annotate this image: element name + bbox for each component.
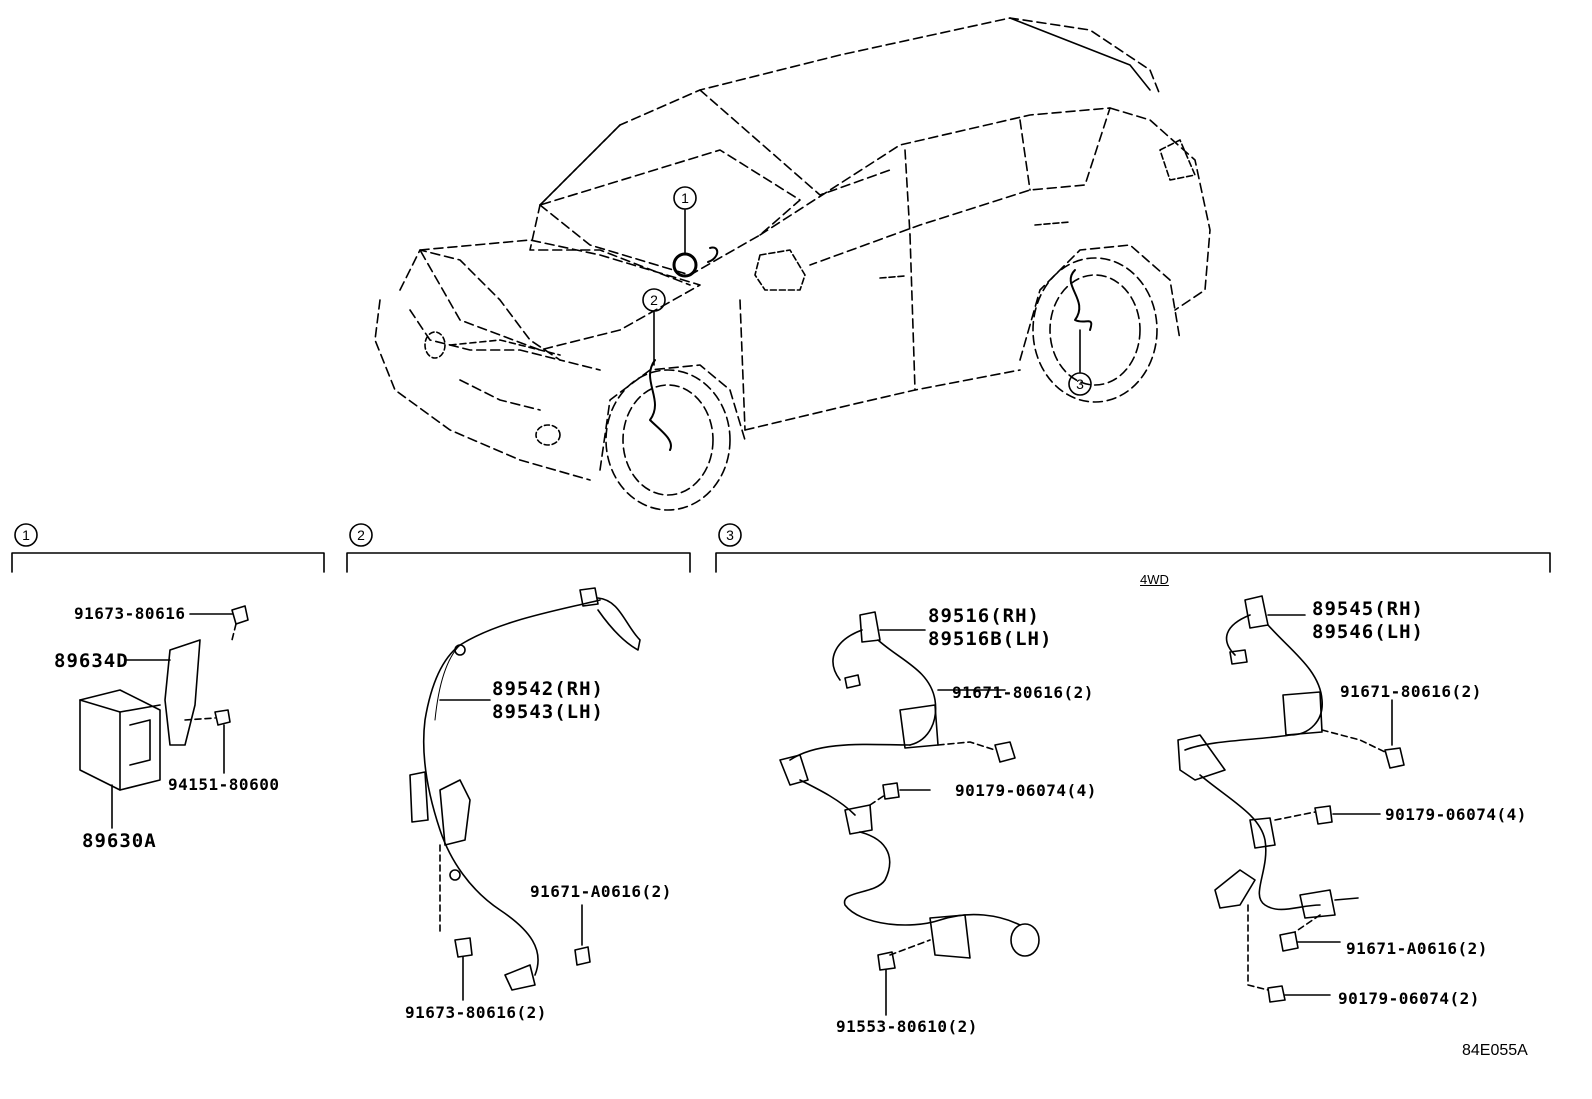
- part-label-clip: 90179-06074(4): [1385, 805, 1527, 824]
- callout-label-3: 3: [1076, 376, 1084, 392]
- diagram-code: 84E055A: [1462, 1042, 1528, 1059]
- section-number-3: 3: [726, 527, 734, 543]
- section-number-2: 2: [357, 527, 365, 543]
- part-label-sensor-lh: 89543(LH): [492, 701, 604, 723]
- part-label-bracket: 89634D: [54, 650, 129, 672]
- part-label-sensor-rh: 89542(RH): [492, 678, 604, 700]
- variant-note: 4WD: [1140, 572, 1169, 587]
- callout-label-2: 2: [650, 292, 658, 308]
- part-label-clip: 90179-06074(4): [955, 781, 1097, 800]
- section-brackets: [11, 523, 1551, 573]
- part-label-bolt-b: 91673-80616(2): [405, 1003, 547, 1022]
- part-label-sensor-lh: 89516B(LH): [928, 628, 1053, 650]
- section-1-drawing: [79, 605, 249, 829]
- part-label-bolt-b: 91553-80610(2): [836, 1017, 978, 1036]
- callout-circle-1: [673, 186, 697, 210]
- part-label-bolt: 91673-80616: [74, 604, 186, 623]
- callout-circle-3: [1068, 372, 1092, 396]
- part-label-sensor-rh: 89516(RH): [928, 605, 1040, 627]
- section-3-left-drawing: [779, 611, 1040, 1016]
- callout-circle-2: [642, 288, 666, 312]
- part-label-module: 89630A: [82, 830, 157, 852]
- callout-label-1: 1: [681, 190, 689, 206]
- section-number-1: 1: [22, 527, 30, 543]
- section-2-drawing: [409, 587, 641, 1001]
- part-label-bolt: 91671-80616(2): [952, 683, 1094, 702]
- part-label-sensor-lh: 89546(LH): [1312, 621, 1424, 643]
- part-label-sensor-rh: 89545(RH): [1312, 598, 1424, 620]
- section-3-right-drawing: [1177, 595, 1405, 1003]
- part-label-bolt: 91671-80616(2): [1340, 682, 1482, 701]
- vehicle-illustration: [374, 17, 1211, 511]
- part-label-bolt-a: 91671-A0616(2): [1346, 939, 1488, 958]
- part-label-bolt-a: 91671-A0616(2): [530, 882, 672, 901]
- part-label-clip-b: 90179-06074(2): [1338, 989, 1480, 1008]
- part-label-nut: 94151-80600: [168, 775, 280, 794]
